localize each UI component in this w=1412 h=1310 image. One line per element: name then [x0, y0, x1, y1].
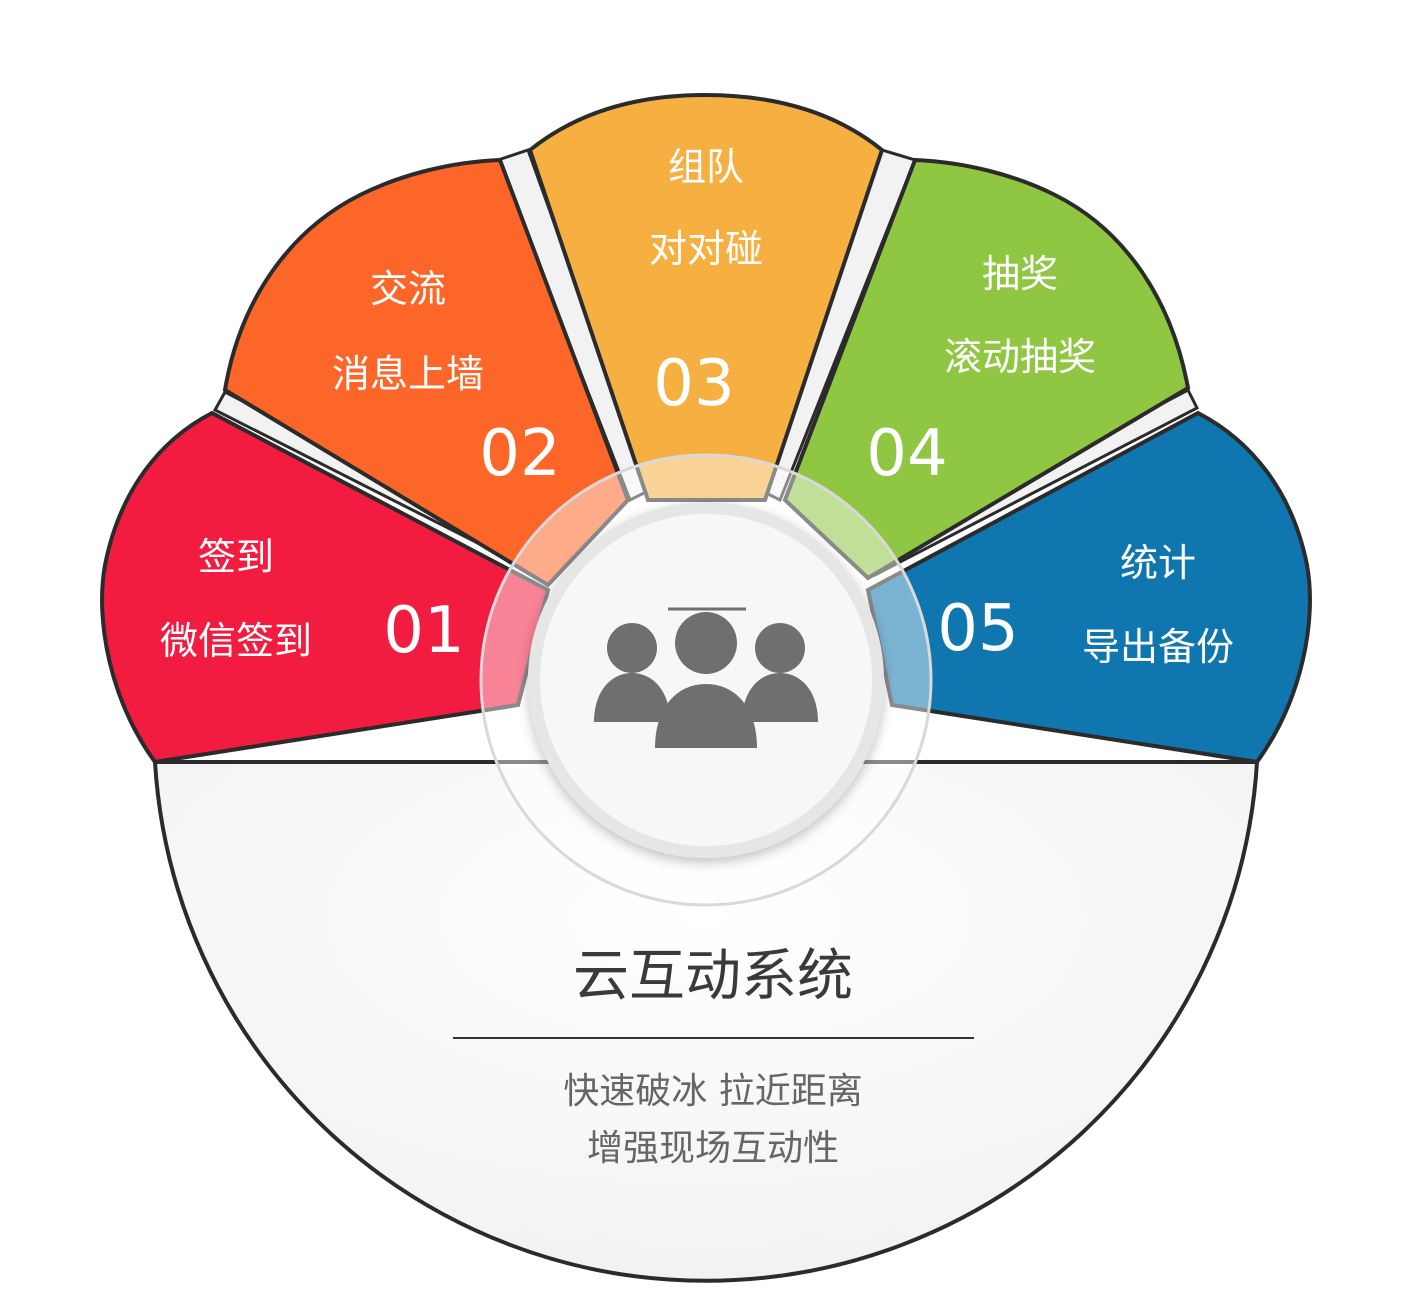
segment-01-title: 签到 [198, 535, 274, 579]
segment-03-title: 组队 [668, 145, 744, 189]
segment-03-subtitle: 对对碰 [649, 227, 763, 271]
subtitle-line-1: 快速破冰 拉近距离 [563, 1071, 862, 1112]
segment-05-subtitle: 导出备份 [1082, 625, 1234, 669]
segment-02-title: 交流 [370, 267, 446, 311]
segment-01-subtitle: 微信签到 [160, 619, 312, 663]
bottom-panel [152, 760, 1260, 1283]
main-title: 云互动系统 [573, 944, 853, 1009]
segment-01: 签到 微信签到 01 [160, 535, 465, 668]
segment-05-number: 05 [937, 592, 1018, 666]
segment-04-title: 抽奖 [982, 252, 1058, 296]
petal-05-stats[interactable] [865, 410, 1312, 765]
segment-04-subtitle: 滚动抽奖 [944, 335, 1096, 379]
segment-02-subtitle: 消息上墙 [332, 352, 484, 396]
petal-04-lottery[interactable] [782, 157, 1191, 581]
segment-03: 组队 对对碰 03 [649, 145, 763, 421]
user-group-icon [594, 607, 818, 748]
segment-03-number: 03 [653, 347, 734, 421]
center-disc [528, 502, 884, 858]
petal-01-checkin[interactable] [100, 410, 551, 765]
segment-05-title: 统计 [1120, 541, 1196, 585]
segment-02: 交流 消息上墙 02 [332, 267, 561, 491]
subtitle-line-2: 增强现场互动性 [587, 1128, 839, 1169]
segment-04-number: 04 [866, 417, 947, 491]
segment-02-number: 02 [479, 417, 560, 491]
segment-01-number: 01 [383, 594, 464, 668]
segment-05: 统计 导出备份 05 [937, 541, 1234, 669]
petal-03-team[interactable] [527, 92, 885, 502]
petal-02-chat[interactable] [222, 157, 631, 588]
segment-04: 抽奖 滚动抽奖 04 [866, 252, 1096, 491]
